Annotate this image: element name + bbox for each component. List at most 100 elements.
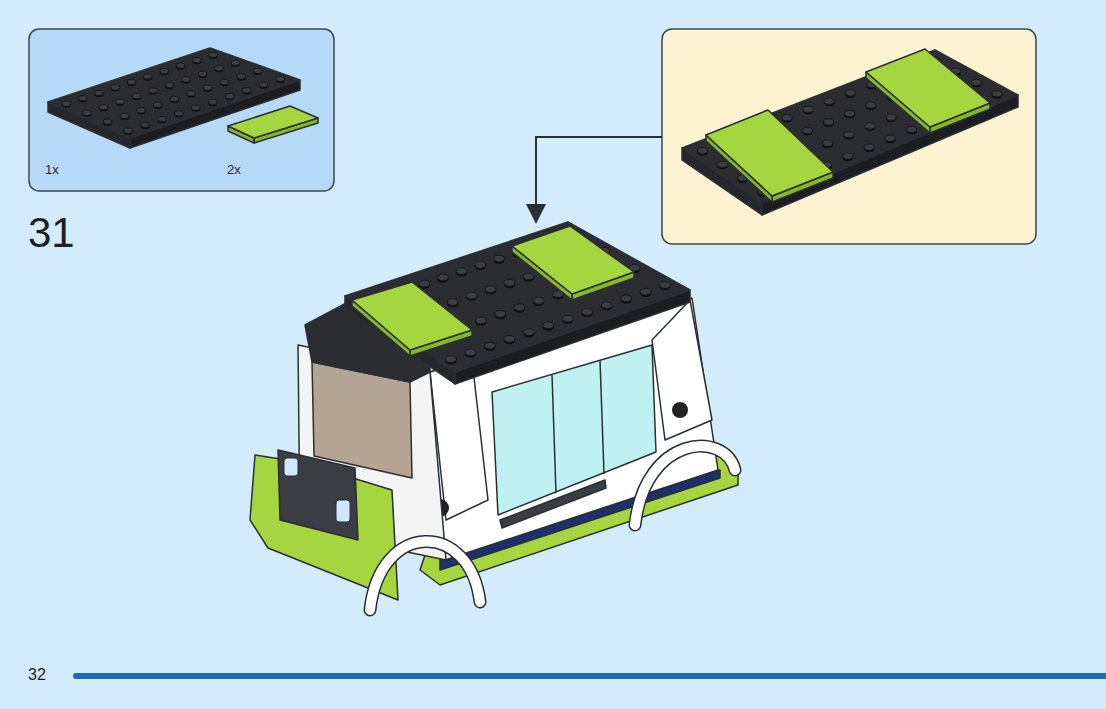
callout-tile (866, 49, 990, 127)
stud (475, 317, 486, 324)
stud (523, 329, 534, 336)
stud (116, 99, 125, 104)
stud (95, 90, 104, 95)
stud (456, 268, 467, 275)
callout-plate (682, 50, 1018, 203)
stud (864, 144, 874, 150)
callout-tile (706, 110, 833, 196)
stud (504, 335, 515, 342)
grille (278, 450, 358, 540)
stud (621, 295, 632, 302)
headlight (336, 500, 350, 522)
stud (445, 356, 456, 363)
stud (465, 349, 476, 356)
stud (208, 99, 217, 104)
stud (182, 77, 191, 82)
stud (823, 119, 833, 125)
stud (170, 96, 179, 101)
page-number: 32 (28, 667, 46, 683)
stud (242, 88, 251, 93)
stud (495, 310, 506, 317)
stud (192, 105, 201, 110)
stud (175, 111, 184, 116)
stud (437, 274, 448, 281)
stud (582, 308, 593, 315)
part-count: 2x (227, 163, 241, 176)
stud (845, 90, 855, 96)
stud (562, 315, 573, 322)
stud (254, 68, 263, 73)
stud (215, 66, 224, 71)
stud (844, 131, 854, 137)
stud (225, 93, 234, 98)
pointer-line (536, 137, 662, 214)
stud (78, 96, 87, 101)
part-count: 1x (45, 163, 59, 176)
stud (198, 71, 207, 76)
stud (419, 280, 430, 287)
stud (103, 119, 112, 124)
stud (844, 110, 854, 116)
stud (494, 255, 505, 262)
stud (866, 102, 876, 108)
stud (717, 161, 727, 167)
stud (907, 126, 917, 132)
stud (132, 93, 141, 98)
stud (237, 74, 246, 79)
stud (865, 123, 875, 129)
wheel-arch-outline (370, 541, 480, 610)
parts-list: 1x 2x (29, 29, 334, 191)
stud (62, 101, 71, 106)
stud (141, 122, 150, 127)
door-line (600, 360, 604, 474)
stud (885, 135, 895, 141)
stud (276, 76, 285, 81)
bus-glass (492, 345, 656, 515)
stud (514, 304, 525, 311)
stud (209, 52, 218, 57)
stud (802, 127, 812, 133)
stud (447, 299, 458, 306)
stud (640, 288, 651, 295)
stud (137, 108, 146, 113)
stud (971, 79, 981, 85)
pointer-head (526, 204, 546, 224)
stud (144, 74, 153, 79)
stud (475, 261, 486, 268)
callout-panel (662, 29, 1036, 244)
stud (601, 302, 612, 309)
stud (127, 79, 136, 84)
stud (111, 85, 120, 90)
bus-pillar (652, 300, 712, 440)
light (672, 402, 688, 418)
stud (466, 292, 477, 299)
stud (153, 102, 162, 107)
stud (504, 279, 515, 286)
stud (83, 110, 92, 115)
stud (533, 297, 544, 304)
stud (99, 105, 108, 110)
parts-panel (29, 29, 334, 191)
roof-tile (352, 282, 472, 350)
stud (193, 58, 202, 63)
stud (259, 82, 268, 87)
wheel-arch-outline (635, 446, 735, 525)
stud (992, 91, 1002, 97)
roof-tile (512, 226, 634, 294)
stud (176, 63, 185, 68)
door-line (552, 375, 556, 493)
headlight (284, 458, 298, 476)
stud (824, 98, 834, 104)
page-bar (76, 673, 1106, 679)
stud (523, 273, 534, 280)
door-sill (500, 480, 606, 528)
stud (543, 322, 554, 329)
stud (660, 281, 671, 288)
stud (204, 85, 213, 90)
stud (187, 91, 196, 96)
stud (165, 82, 174, 87)
stud (843, 153, 853, 159)
step-number: 31 (28, 212, 75, 254)
stud (149, 88, 158, 93)
stud (886, 114, 896, 120)
